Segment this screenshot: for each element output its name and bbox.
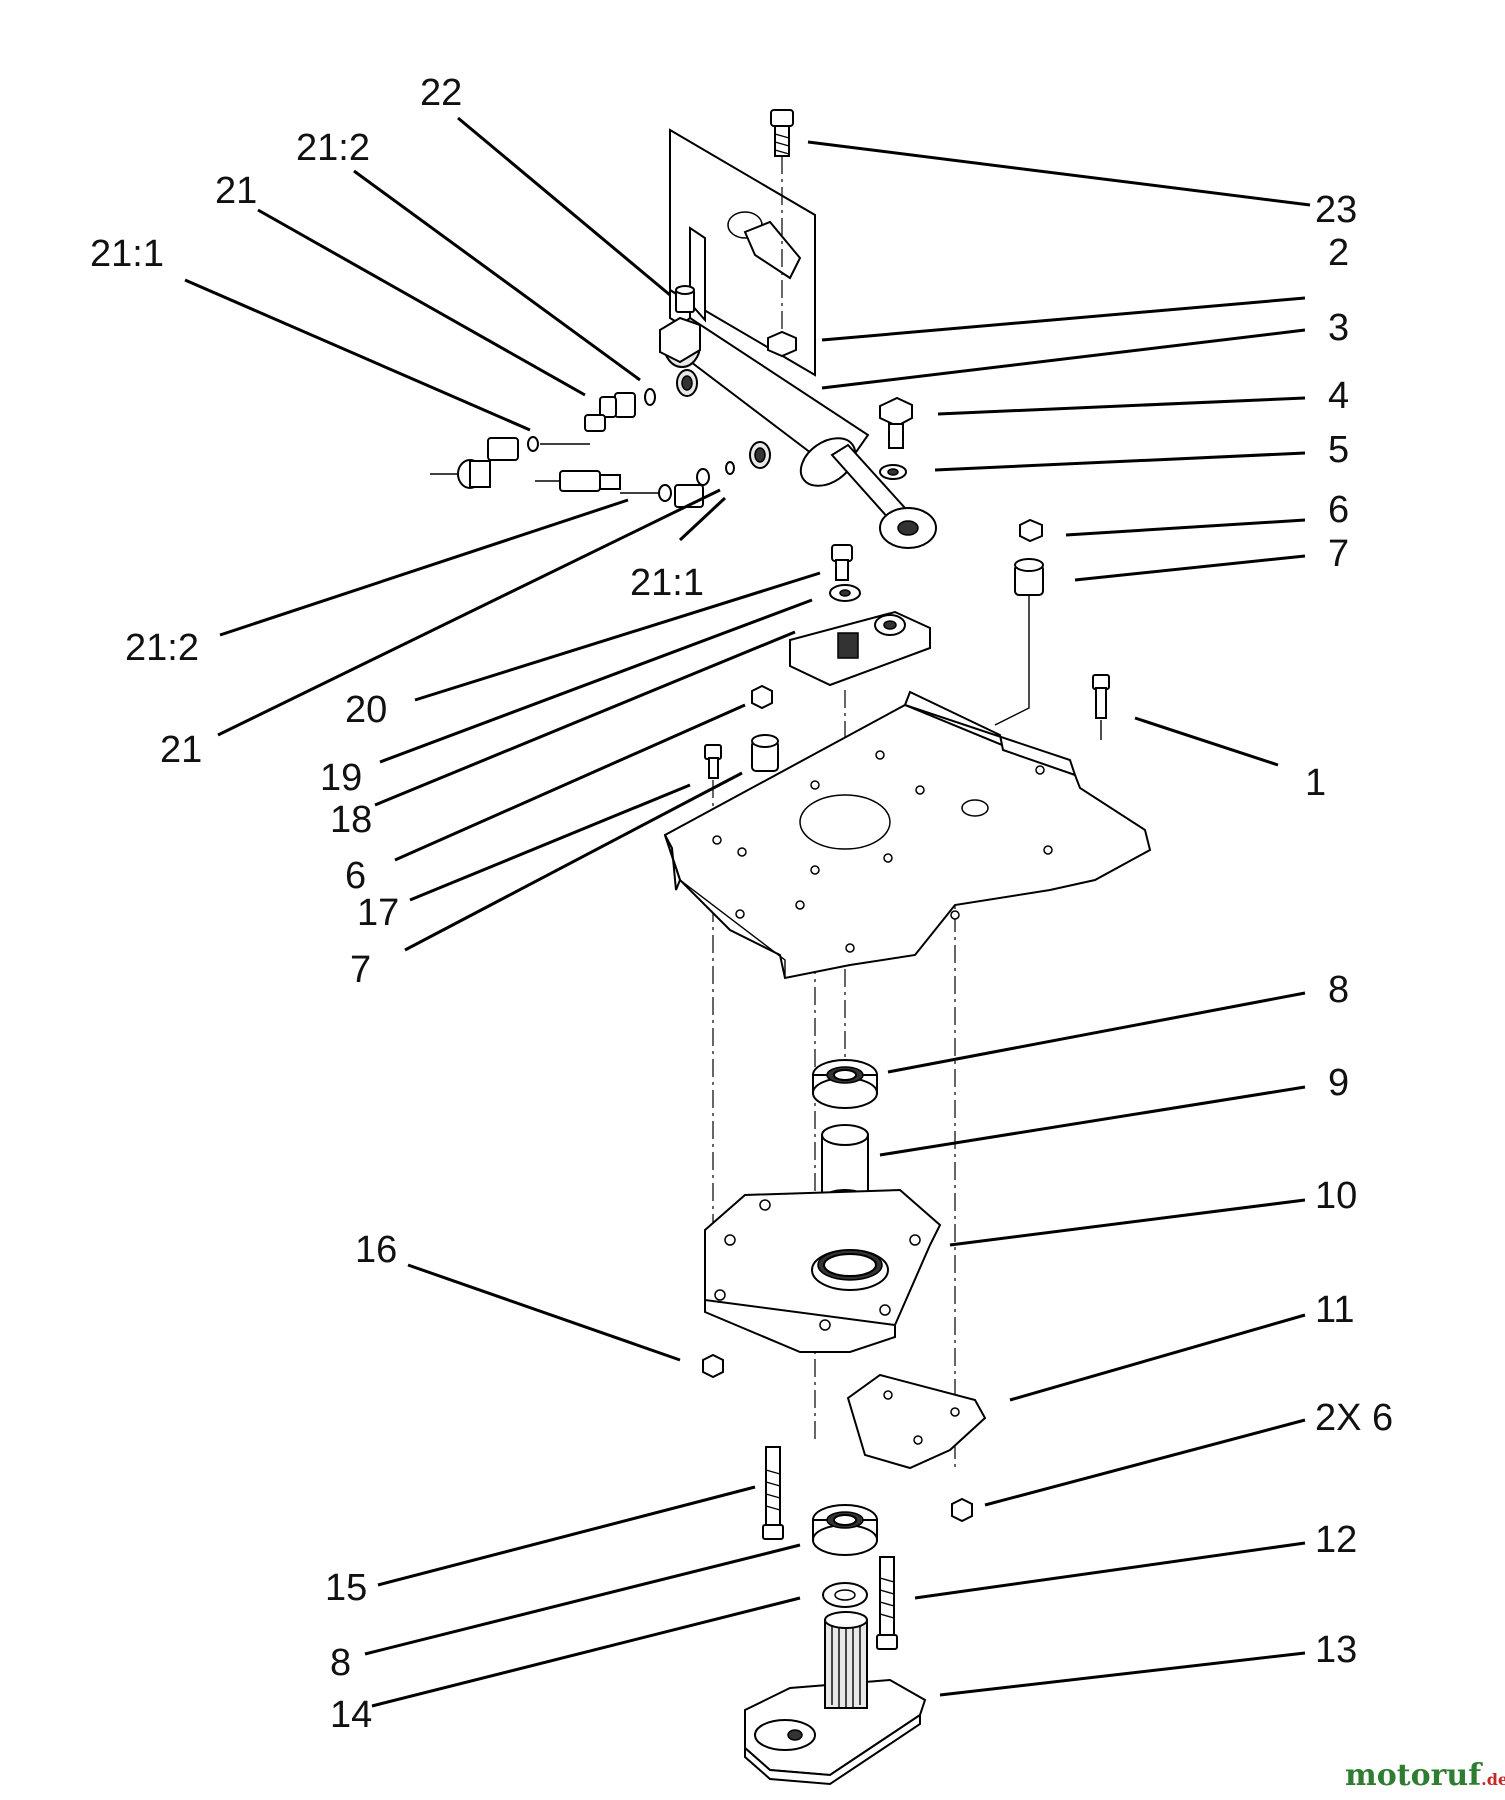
watermark-main: motoruf <box>1345 1758 1483 1793</box>
plate-11 <box>846 1373 987 1470</box>
callout-9: 9 <box>1328 1062 1349 1104</box>
bolt-23 <box>770 109 794 335</box>
nut-16 <box>702 1353 724 1379</box>
bearing-upper <box>812 1059 878 1109</box>
callout-21-mid: 21 <box>160 729 202 771</box>
callout-8-top: 8 <box>1328 969 1349 1011</box>
spindle-base <box>744 1611 927 1786</box>
callout-2: 2 <box>1328 232 1349 274</box>
callout-22: 22 <box>420 72 462 114</box>
callout-17: 17 <box>357 892 399 934</box>
callout-7-right: 7 <box>1328 533 1349 575</box>
callout-23: 23 <box>1315 189 1357 231</box>
callout-3: 3 <box>1328 307 1349 349</box>
bearing-lower <box>812 1504 878 1556</box>
nut-2 <box>767 330 797 358</box>
callout-6-left: 6 <box>345 855 366 897</box>
svg-text:motoruf.de: motoruf.de <box>1345 1758 1505 1793</box>
callout-4: 4 <box>1328 375 1349 417</box>
callout-16: 16 <box>355 1229 397 1271</box>
callout-8-bottom: 8 <box>330 1642 351 1684</box>
callout-19: 19 <box>320 757 362 799</box>
callout-20: 20 <box>345 689 387 731</box>
washer-14 <box>822 1582 868 1608</box>
watermark-logo: motoruf.de <box>1345 1758 1505 1793</box>
callout-11: 11 <box>1315 1289 1354 1331</box>
callout-21-2-mid: 21:2 <box>125 627 199 669</box>
bolt-1 <box>954 674 1110 1470</box>
callout-18: 18 <box>330 799 372 841</box>
bearing-housing-plate <box>704 1188 942 1353</box>
callout-14: 14 <box>330 1694 372 1736</box>
callout-labels: 22 21:2 21 21:1 23 2 3 4 5 6 7 21:1 21:2… <box>90 72 1393 1736</box>
steering-arm <box>789 544 931 1060</box>
callout-10: 10 <box>1315 1175 1357 1217</box>
spacer-22 <box>675 285 695 313</box>
bolt-4 <box>879 396 913 480</box>
main-frame-plate <box>663 690 1152 980</box>
bolt-12 <box>876 1556 898 1650</box>
hydraulic-cylinder <box>659 316 937 549</box>
nut-spacer-right <box>994 518 1044 726</box>
callout-15: 15 <box>325 1567 367 1609</box>
callout-12: 12 <box>1315 1519 1357 1561</box>
callout-6-right: 6 <box>1328 489 1349 531</box>
callout-1: 1 <box>1305 762 1326 804</box>
nut-2x6 <box>951 1497 973 1523</box>
watermark-suffix: .de <box>1481 1770 1505 1789</box>
callout-2x6: 2X 6 <box>1315 1397 1393 1439</box>
callout-21-1-top: 21:1 <box>90 233 164 275</box>
callout-7-left: 7 <box>350 949 371 991</box>
mounting-plate <box>669 128 816 377</box>
callout-21-1-mid: 21:1 <box>630 562 704 604</box>
callout-5: 5 <box>1328 429 1349 471</box>
callout-21-top: 21 <box>215 170 257 212</box>
bolt-15 <box>762 1446 784 1540</box>
callout-21-2-top: 21:2 <box>296 127 370 169</box>
callout-13: 13 <box>1315 1629 1357 1671</box>
leader-lines <box>184 116 1311 1708</box>
